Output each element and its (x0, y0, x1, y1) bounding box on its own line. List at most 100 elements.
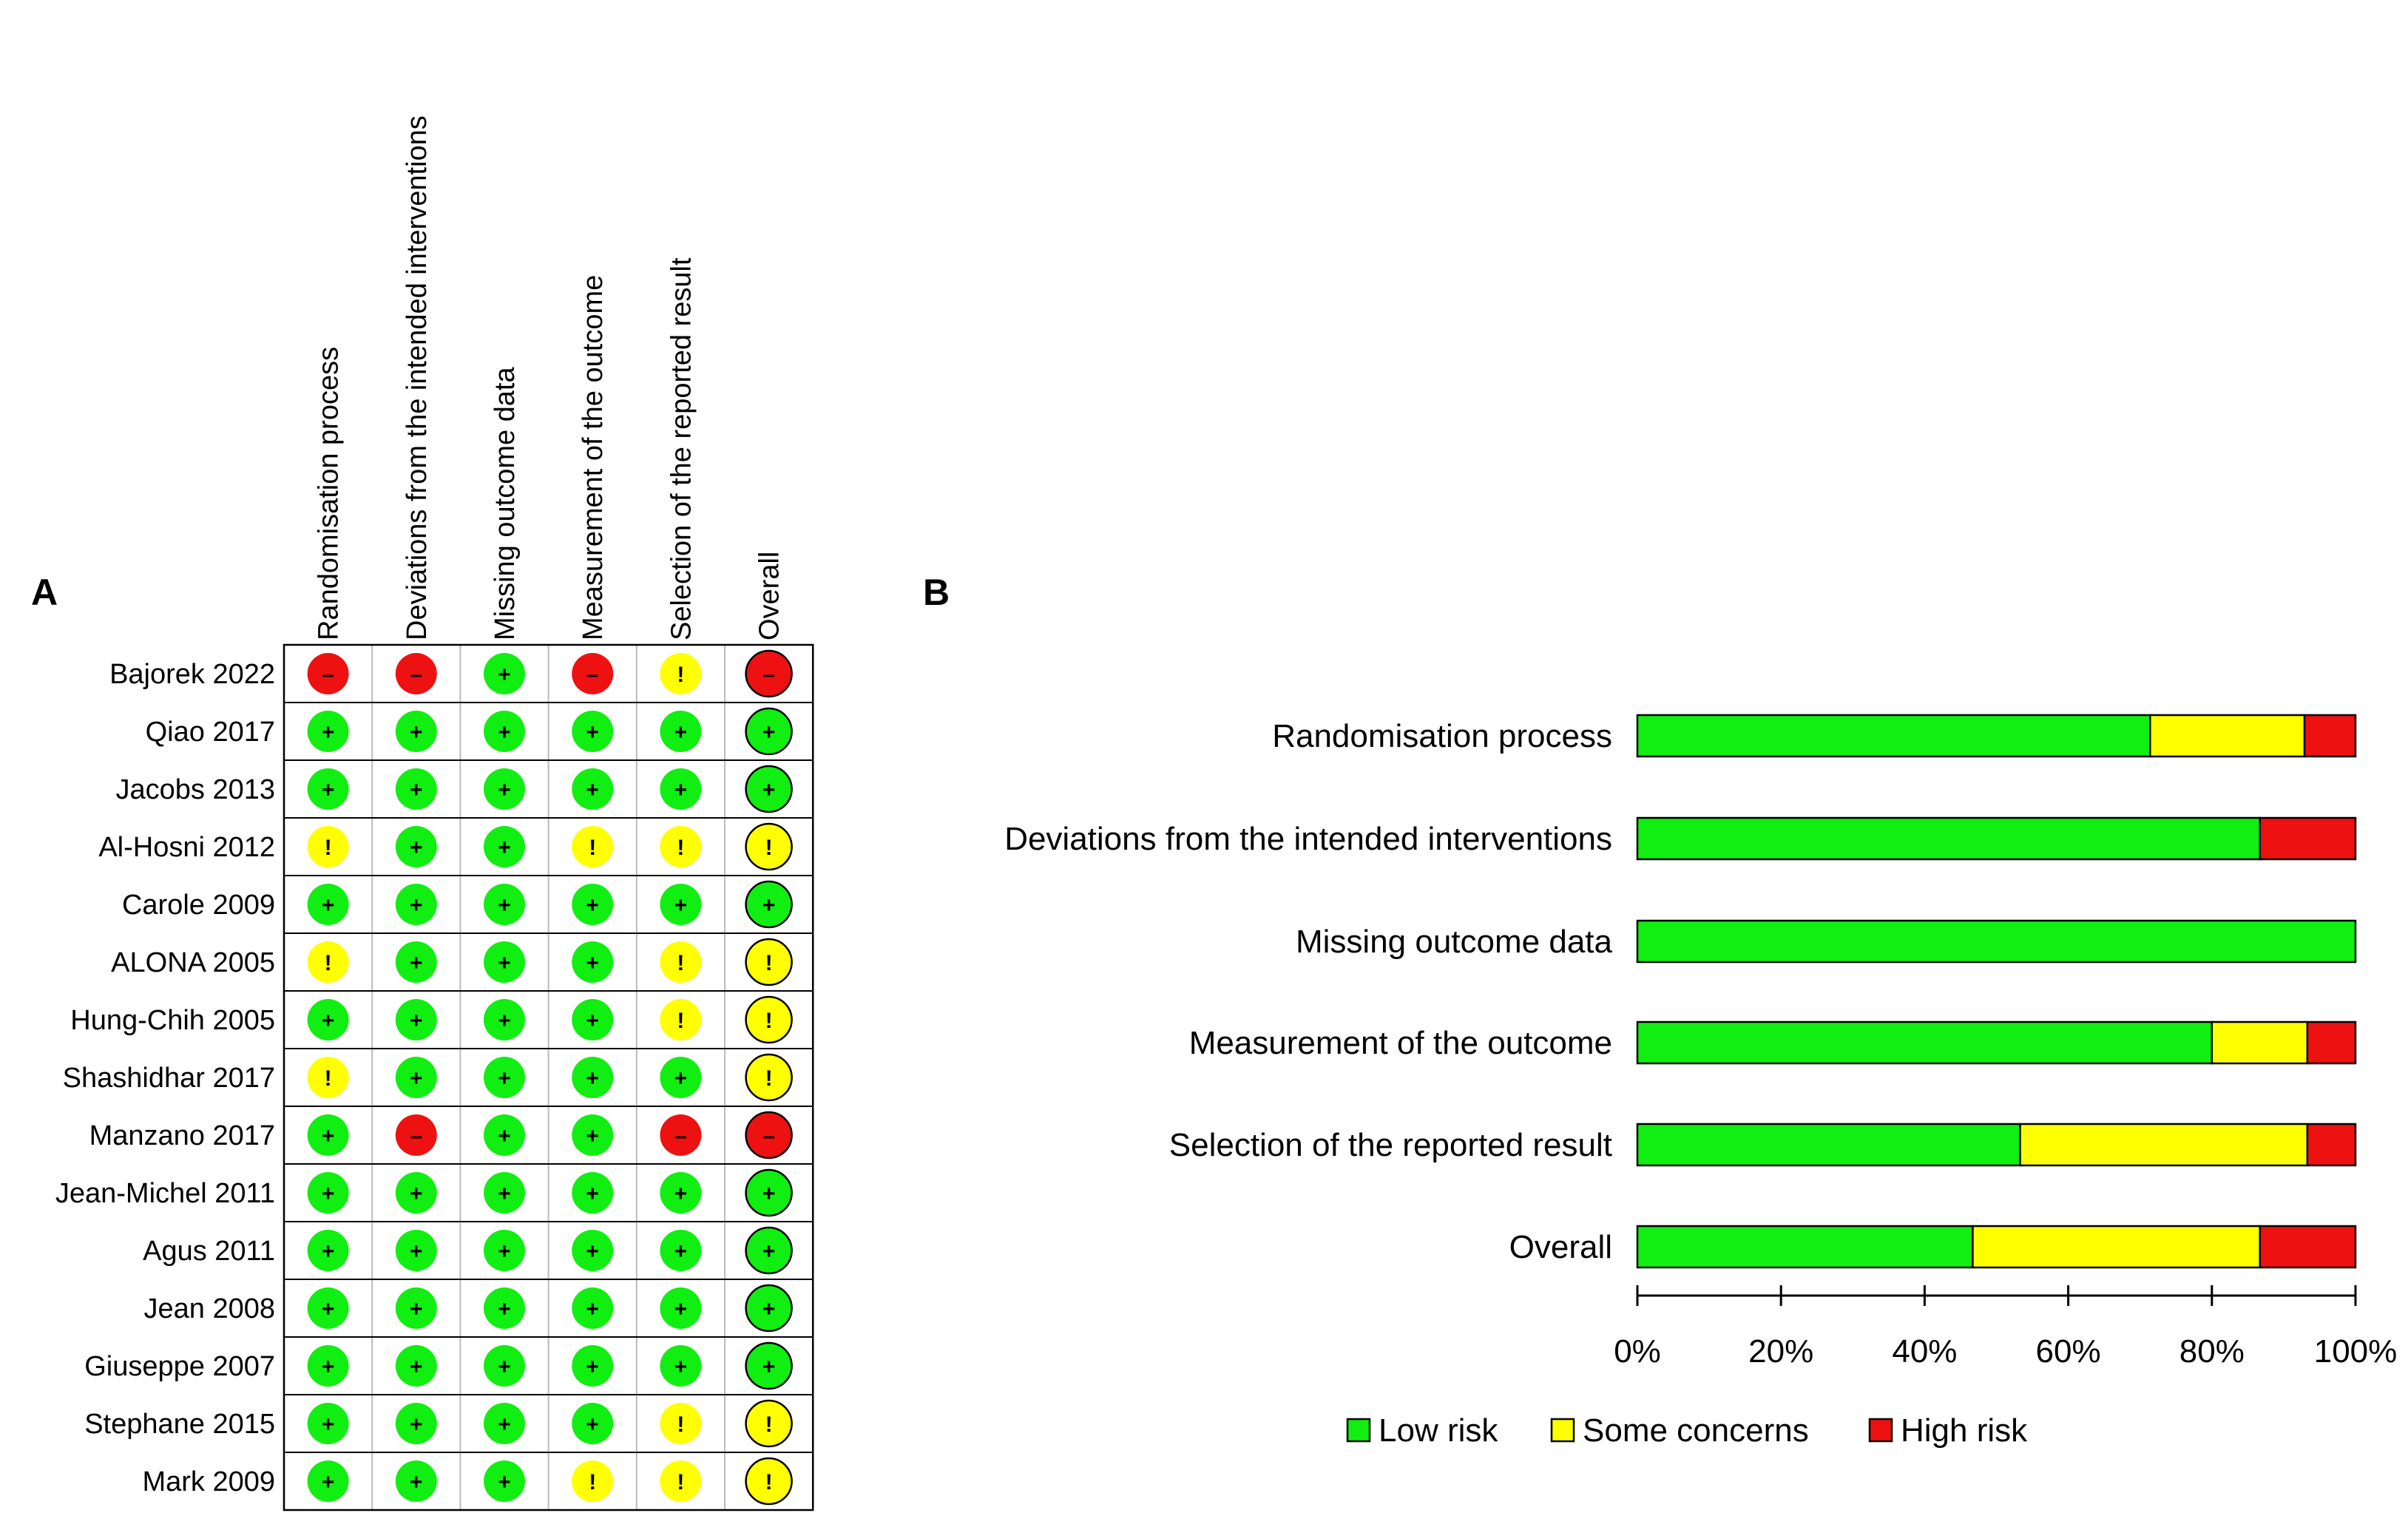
risk-dot (660, 1114, 702, 1156)
risk-symbol: + (762, 1239, 776, 1264)
risk-symbol: + (762, 1297, 776, 1321)
risk-dot (307, 999, 349, 1040)
risk-dot (572, 711, 614, 752)
risk-dot (395, 711, 437, 752)
risk-symbol: + (410, 720, 423, 745)
risk-dot (395, 1345, 437, 1387)
risk-dot (307, 826, 349, 867)
bar-segment (1636, 1123, 2021, 1167)
bar-segment (2259, 816, 2357, 861)
study-label: Agus 2011 (143, 1236, 275, 1267)
risk-symbol: ! (677, 1412, 684, 1437)
traffic-light-plot: Randomisation process Deviations from the… (55, 115, 814, 1512)
risk-symbol: ! (765, 1009, 773, 1033)
bar-segment (2149, 714, 2306, 758)
risk-dot (745, 1457, 793, 1506)
risk-symbol: ! (765, 836, 773, 860)
column-header: Deviations from the intended interventio… (402, 115, 433, 640)
study-label: Carole 2009 (122, 890, 275, 921)
risk-symbol: + (498, 951, 511, 975)
risk-symbol: + (674, 1182, 688, 1206)
risk-symbol: + (322, 1470, 335, 1495)
risk-dot (395, 768, 437, 810)
risk-symbol: + (410, 778, 423, 802)
study-label: Manzano 2017 (89, 1120, 275, 1151)
risk-dot (660, 711, 702, 752)
risk-symbol: + (322, 1412, 335, 1437)
risk-symbol: + (410, 893, 423, 918)
risk-symbol: ! (677, 836, 684, 860)
risk-symbol: + (498, 1297, 511, 1321)
risk-dot (484, 1403, 525, 1444)
legend-label: Low risk (1379, 1412, 1498, 1449)
risk-symbol: + (410, 1470, 423, 1495)
risk-dot (745, 1399, 793, 1448)
risk-symbol: + (498, 836, 511, 860)
bar-segment (1636, 714, 2151, 758)
risk-dot (484, 1287, 525, 1329)
risk-symbol: + (322, 1239, 335, 1264)
risk-symbol: + (498, 1124, 511, 1148)
domain-label: Overall (1509, 1229, 1612, 1265)
risk-dot (484, 768, 525, 810)
risk-symbol: ! (765, 951, 773, 975)
risk-symbol: + (322, 1124, 335, 1148)
x-tick-label: 40% (1892, 1333, 1957, 1370)
risk-dot (572, 768, 614, 810)
risk-dot (395, 1230, 437, 1271)
risk-dot (572, 653, 614, 694)
risk-dot (572, 941, 614, 983)
risk-dot (660, 1345, 702, 1387)
risk-dot (484, 884, 525, 925)
risk-symbol: + (322, 1009, 335, 1033)
study-label: ALONA 2005 (111, 947, 275, 978)
risk-dot (307, 1345, 349, 1387)
bar-segment (2019, 1123, 2309, 1167)
risk-symbol: + (498, 1412, 511, 1437)
risk-dot (484, 711, 525, 752)
risk-dot (484, 941, 525, 983)
risk-dot (660, 1287, 702, 1329)
table-border (283, 643, 814, 1512)
risk-symbol: – (410, 663, 422, 687)
panel-b-label: B (923, 572, 950, 613)
risk-dot (745, 1053, 793, 1102)
risk-symbol: + (498, 1066, 511, 1091)
bar-segment (2306, 1123, 2357, 1167)
risk-dot (307, 1403, 349, 1444)
risk-dot (745, 1226, 793, 1275)
risk-dot (745, 765, 793, 813)
risk-symbol: + (586, 1239, 599, 1264)
risk-symbol: + (586, 1009, 599, 1033)
risk-symbol: + (498, 1355, 511, 1379)
study-label: Al-Hosni 2012 (98, 832, 275, 863)
risk-symbol: ! (677, 1470, 684, 1495)
risk-dot (395, 941, 437, 983)
risk-dot (660, 1460, 702, 1502)
risk-symbol: + (410, 1412, 423, 1437)
risk-dot (395, 1057, 437, 1098)
risk-symbol: ! (325, 1066, 332, 1091)
risk-symbol: + (586, 893, 599, 918)
risk-dot (484, 1230, 525, 1271)
risk-symbol: + (762, 1182, 776, 1206)
risk-symbol: + (410, 1239, 423, 1264)
risk-dot (307, 1057, 349, 1098)
risk-symbol: + (674, 720, 688, 745)
risk-dot (572, 999, 614, 1040)
risk-symbol: – (322, 663, 334, 687)
risk-dot (395, 1172, 437, 1213)
risk-symbol: + (498, 1470, 511, 1495)
study-label: Jean-Michel 2011 (55, 1178, 275, 1209)
risk-dot (307, 1230, 349, 1271)
risk-symbol: + (410, 836, 423, 860)
risk-dot (484, 1172, 525, 1213)
column-header: Randomisation process (314, 347, 345, 640)
risk-dot (745, 649, 793, 698)
risk-dot (745, 1341, 793, 1390)
bar-segment (1636, 1020, 2213, 1065)
study-label: Stephane 2015 (84, 1409, 275, 1440)
risk-dot (484, 1057, 525, 1098)
risk-dot (484, 826, 525, 867)
